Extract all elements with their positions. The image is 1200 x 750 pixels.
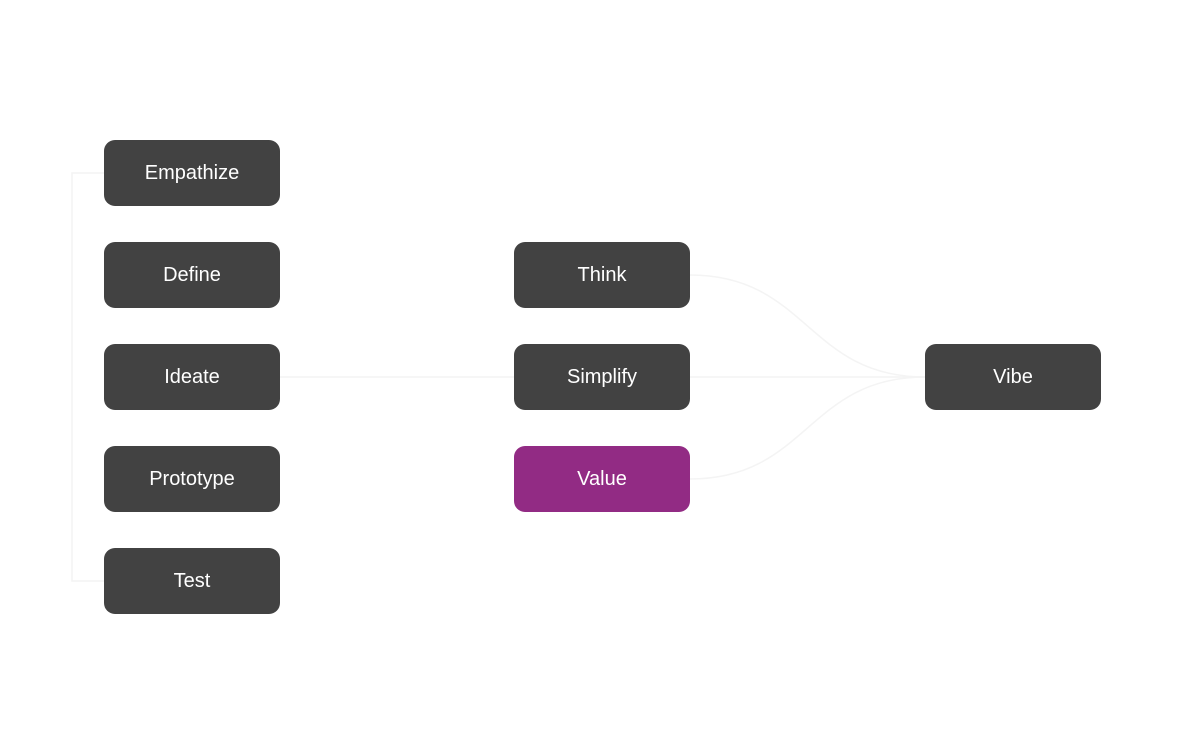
left-bracket-connector [71, 172, 104, 582]
node-test[interactable]: Test [104, 548, 280, 614]
connector-think-vibe [689, 274, 926, 378]
node-ideate[interactable]: Ideate [104, 344, 280, 410]
node-vibe[interactable]: Vibe [925, 344, 1101, 410]
node-prototype[interactable]: Prototype [104, 446, 280, 512]
node-value[interactable]: Value [514, 446, 690, 512]
node-simplify[interactable]: Simplify [514, 344, 690, 410]
node-think[interactable]: Think [514, 242, 690, 308]
node-empathize[interactable]: Empathize [104, 140, 280, 206]
connector-value-vibe [689, 376, 926, 480]
node-define[interactable]: Define [104, 242, 280, 308]
